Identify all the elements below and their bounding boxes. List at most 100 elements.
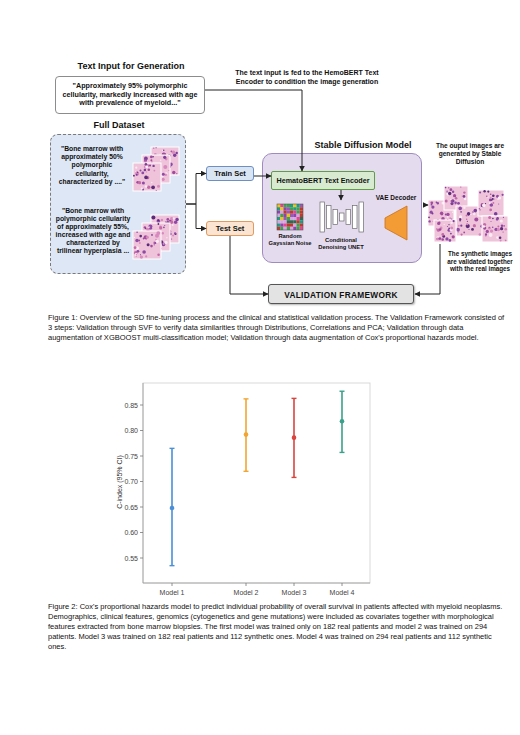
cell (450, 188, 453, 191)
vae-art (385, 206, 407, 240)
tick-mark (140, 532, 143, 533)
cell (492, 226, 494, 228)
cell (158, 223, 160, 225)
noise-pixel (293, 217, 296, 220)
noise-pixel (290, 227, 293, 230)
cell (474, 218, 478, 222)
cell (141, 188, 143, 190)
cell (145, 165, 148, 168)
cell (163, 149, 165, 151)
sample-text: "Bone marrow with polymorphic cellularit… (55, 207, 131, 256)
cell (140, 169, 142, 171)
cell (490, 203, 494, 207)
noise-pixel (280, 217, 283, 220)
cell (144, 169, 147, 172)
dataset-sample: "Bone marrow with approximately 50% poly… (55, 141, 181, 201)
cell (456, 228, 460, 232)
tissue-tile (478, 190, 504, 216)
validation-label: VALIDATION FRAMEWORK (269, 290, 413, 300)
cell (460, 225, 462, 227)
cell (150, 159, 152, 161)
noise-pixel (277, 211, 280, 214)
cell (489, 199, 492, 202)
cell (502, 194, 504, 196)
noise-pixel (287, 220, 290, 223)
cell (450, 202, 453, 205)
cell (152, 156, 154, 158)
cell (157, 219, 159, 221)
cell (448, 192, 451, 195)
noise-pixel (284, 207, 287, 210)
cell (152, 220, 153, 221)
cell (162, 178, 165, 181)
cell (482, 204, 486, 208)
noise-frame (277, 204, 303, 230)
cell (163, 156, 166, 159)
cell (460, 186, 461, 187)
noise-pixel (287, 211, 290, 214)
unet-layer (320, 202, 325, 232)
noise-pixel (280, 214, 283, 217)
x-axis (143, 583, 370, 584)
noise-pixel (293, 211, 296, 214)
cell (489, 202, 491, 204)
cell (498, 203, 499, 204)
tick-mark (140, 405, 143, 406)
noise-pixel (297, 211, 300, 214)
noise-pixel (277, 227, 280, 230)
cell (451, 199, 454, 202)
noise-pixel (293, 207, 296, 210)
cell (164, 225, 165, 226)
cell (490, 197, 492, 199)
cell (448, 187, 449, 188)
noise-pixel (293, 227, 296, 230)
cell (441, 238, 444, 241)
cell (481, 207, 482, 208)
noise-pixel (300, 204, 303, 207)
tick-mark (172, 583, 173, 586)
cell (162, 243, 166, 247)
cell (144, 159, 147, 162)
cell (140, 254, 141, 255)
cell (474, 209, 478, 213)
input-box: Text Input for Generation"Approximately … (55, 76, 205, 114)
connector-arrow (230, 236, 268, 294)
callout-text: The ouput images are generated by Stable… (432, 142, 508, 166)
cell (136, 231, 138, 233)
cell (453, 194, 456, 197)
cell (439, 237, 442, 240)
cell (496, 217, 499, 220)
noise-pixel (284, 211, 287, 214)
point-estimate (340, 419, 345, 424)
cell (451, 200, 453, 202)
unet-label: Conditional Denoising UNET (311, 237, 371, 251)
stack-art (133, 147, 181, 193)
train-label: Train Set (207, 169, 253, 178)
cell (464, 198, 467, 201)
cell (457, 202, 460, 205)
cell (157, 219, 161, 223)
tick-mark (140, 481, 143, 482)
cell (437, 202, 439, 204)
tick-mark (342, 583, 343, 586)
cell (136, 256, 137, 257)
cell (489, 227, 490, 228)
cell (462, 196, 463, 197)
cell (173, 217, 175, 219)
cell (137, 250, 140, 253)
cell (466, 219, 467, 220)
cell (142, 250, 146, 254)
cell (494, 199, 495, 200)
connector-arrow (341, 190, 342, 200)
cell (467, 221, 468, 222)
error-cap (170, 448, 175, 449)
axis-tick-label: 0.55 (106, 554, 138, 563)
edge-label: The text input is fed to the HemoBERT Te… (222, 69, 392, 86)
noise-pixel (300, 220, 303, 223)
cell (144, 226, 146, 228)
cell (163, 227, 165, 229)
cell (505, 239, 506, 240)
cell (174, 232, 176, 234)
cell (150, 156, 153, 159)
cell (134, 246, 137, 249)
